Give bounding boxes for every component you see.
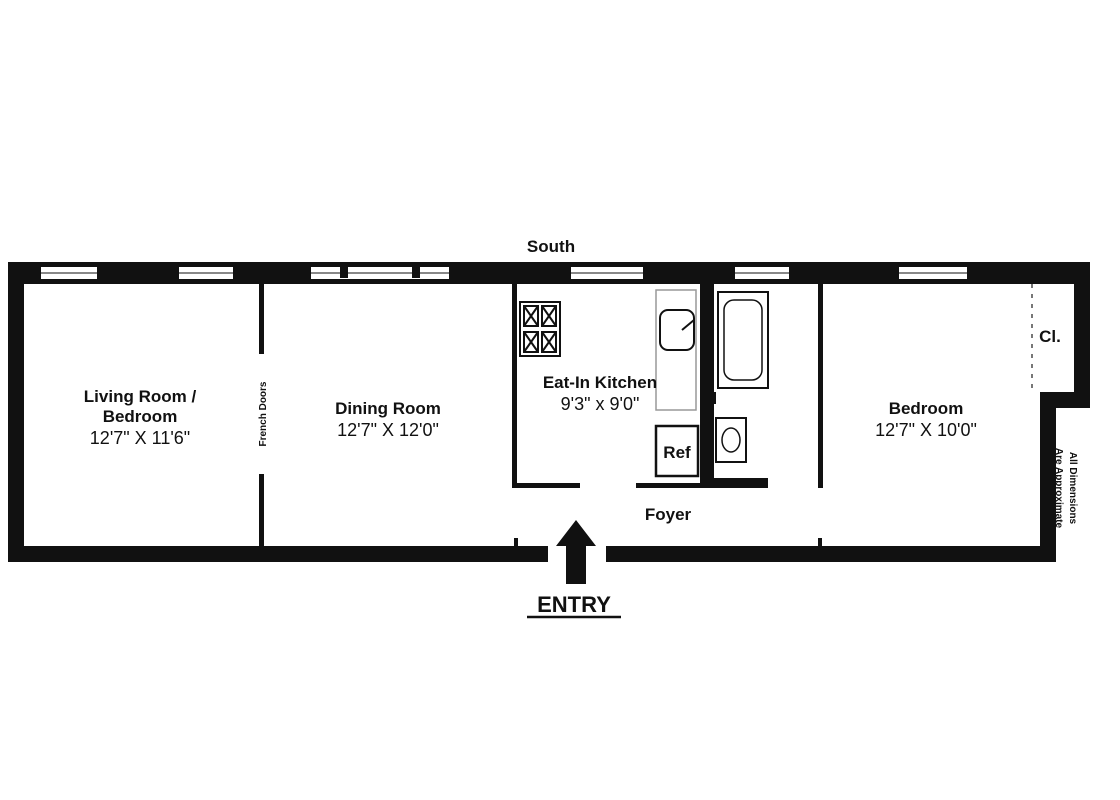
kitchen-name: Eat-In Kitchen: [543, 373, 657, 392]
interior-walls: [259, 284, 823, 548]
windows: [39, 265, 969, 281]
entry-arrow-icon: [556, 520, 596, 584]
bathtub: [717, 291, 769, 389]
bathroom-sink: [715, 417, 747, 463]
exterior-walls: [8, 262, 1090, 562]
bedroom-dimensions: 12'7" X 10'0": [875, 420, 977, 440]
disclaimer-line1: All Dimensions: [1067, 452, 1078, 525]
kitchen-sink-icon: [659, 309, 695, 351]
disclaimer-line2: Are Approximate: [1053, 448, 1064, 529]
living-room-name-line1: Living Room /: [84, 387, 197, 406]
kitchen-counter: [655, 289, 697, 411]
refrigerator-label: Ref: [663, 443, 691, 462]
dining-room-dimensions: 12'7" X 12'0": [337, 420, 439, 440]
kitchen-dimensions: 9'3" x 9'0": [561, 394, 640, 414]
closet-label: Cl.: [1039, 327, 1061, 346]
living-room-dimensions: 12'7" X 11'6": [90, 428, 190, 448]
refrigerator: Ref: [654, 424, 700, 478]
foyer-label: Foyer: [645, 505, 692, 524]
french-doors-label: French Doors: [258, 381, 269, 446]
dining-room-name: Dining Room: [335, 399, 441, 418]
disclaimer: All Dimensions Are Approximate: [1053, 448, 1078, 529]
bedroom-name: Bedroom: [889, 399, 964, 418]
stove: [519, 301, 561, 357]
entry-label: ENTRY: [537, 592, 611, 617]
living-room-name-line2: Bedroom: [103, 407, 178, 426]
compass-label: South: [527, 237, 575, 256]
